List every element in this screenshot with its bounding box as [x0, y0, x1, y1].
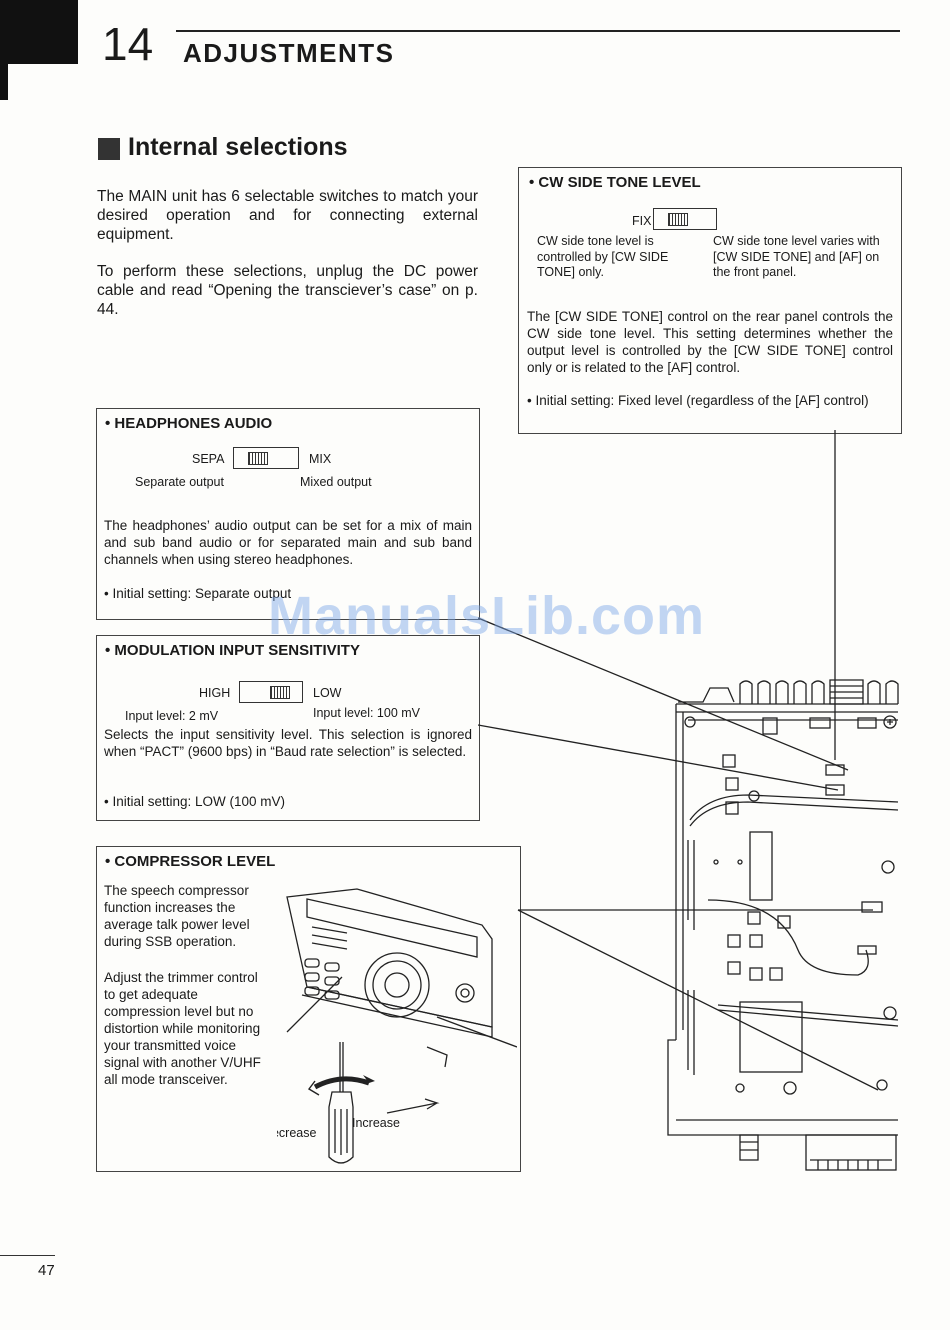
- modulation-description: Selects the input sensitivity level. Thi…: [104, 727, 472, 759]
- headphones-audio-box: • HEADPHONES AUDIO SEPA MIX Separate out…: [96, 408, 480, 620]
- headphones-initial-setting: • Initial setting: Separate output: [104, 586, 292, 601]
- chapter-tab-marker: [0, 0, 78, 64]
- header-rule: [176, 30, 900, 32]
- leader-line-headphones: [478, 617, 849, 771]
- intro-paragraph-1: The MAIN unit has 6 selectable switches …: [97, 188, 478, 243]
- chapter-tab-edge: [0, 0, 8, 100]
- chapter-number: 14: [102, 18, 154, 70]
- leader-line-modulation: [478, 724, 839, 791]
- main-unit-chassis-diagram: [478, 430, 899, 1171]
- headphones-heading: • HEADPHONES AUDIO: [105, 415, 273, 432]
- watermark: ManualsLib.com: [268, 586, 706, 646]
- intro-paragraph-2: To perform these selections, unplug the …: [97, 263, 478, 318]
- cw-side-tone-heading: • CW SIDE TONE LEVEL: [529, 174, 701, 191]
- compressor-heading: • COMPRESSOR LEVEL: [105, 853, 276, 870]
- transceiver-front-panel-illustration: decrease Increase: [277, 888, 517, 1164]
- modulation-heading: • MODULATION INPUT SENSITIVITY: [105, 642, 360, 659]
- cw-right-caption: CW side tone level varies with [CW SIDE …: [713, 234, 880, 279]
- modulation-label-low: LOW: [313, 686, 342, 700]
- headphones-label-mix: MIX: [309, 452, 332, 466]
- chapter-title: ADJUSTMENTS: [183, 38, 395, 68]
- cw-side-tone-switch: [653, 208, 717, 230]
- cw-side-tone-box: • CW SIDE TONE LEVEL FIX CW side tone le…: [518, 167, 902, 434]
- leader-line-compressor: [517, 909, 879, 1091]
- section-title: Internal selections: [128, 133, 348, 161]
- footer-rule: [0, 1255, 55, 1256]
- cw-initial-setting: • Initial setting: Fixed level (regardle…: [527, 393, 869, 408]
- headphones-left-caption: Separate output: [135, 475, 224, 489]
- switch-knob-icon: [270, 686, 290, 699]
- cw-description: The [CW SIDE TONE] control on the rear p…: [527, 309, 893, 375]
- modulation-sensitivity-box: • MODULATION INPUT SENSITIVITY HIGH LOW …: [96, 635, 480, 821]
- modulation-initial-setting: • Initial setting: LOW (100 mV): [104, 794, 286, 809]
- headphones-right-caption: Mixed output: [300, 475, 372, 489]
- headphones-switch: [233, 447, 299, 469]
- cw-switch-label-fix: FIX: [632, 214, 652, 228]
- switch-knob-icon: [248, 452, 268, 465]
- headphones-label-sepa: SEPA: [192, 452, 225, 466]
- modulation-label-high: HIGH: [199, 686, 231, 700]
- headphones-description: The headphones’ audio output can be set …: [104, 518, 472, 567]
- section-square-icon: [98, 138, 120, 160]
- compressor-level-box: • COMPRESSOR LEVEL The speech compressor…: [96, 846, 521, 1172]
- cw-left-caption: CW side tone level is controlled by [CW …: [537, 234, 669, 279]
- compressor-paragraph-2: Adjust the trimmer control to get adequa…: [104, 970, 261, 1087]
- modulation-right-caption: Input level: 100 mV: [313, 706, 421, 720]
- increase-label: Increase: [352, 1116, 400, 1130]
- modulation-switch: [239, 681, 303, 703]
- decrease-label: decrease: [277, 1126, 316, 1140]
- page-number: 47: [38, 1262, 55, 1279]
- modulation-left-caption: Input level: 2 mV: [125, 709, 219, 723]
- switch-knob-icon: [668, 213, 688, 226]
- compressor-paragraph-1: The speech compressor function increases…: [104, 883, 250, 949]
